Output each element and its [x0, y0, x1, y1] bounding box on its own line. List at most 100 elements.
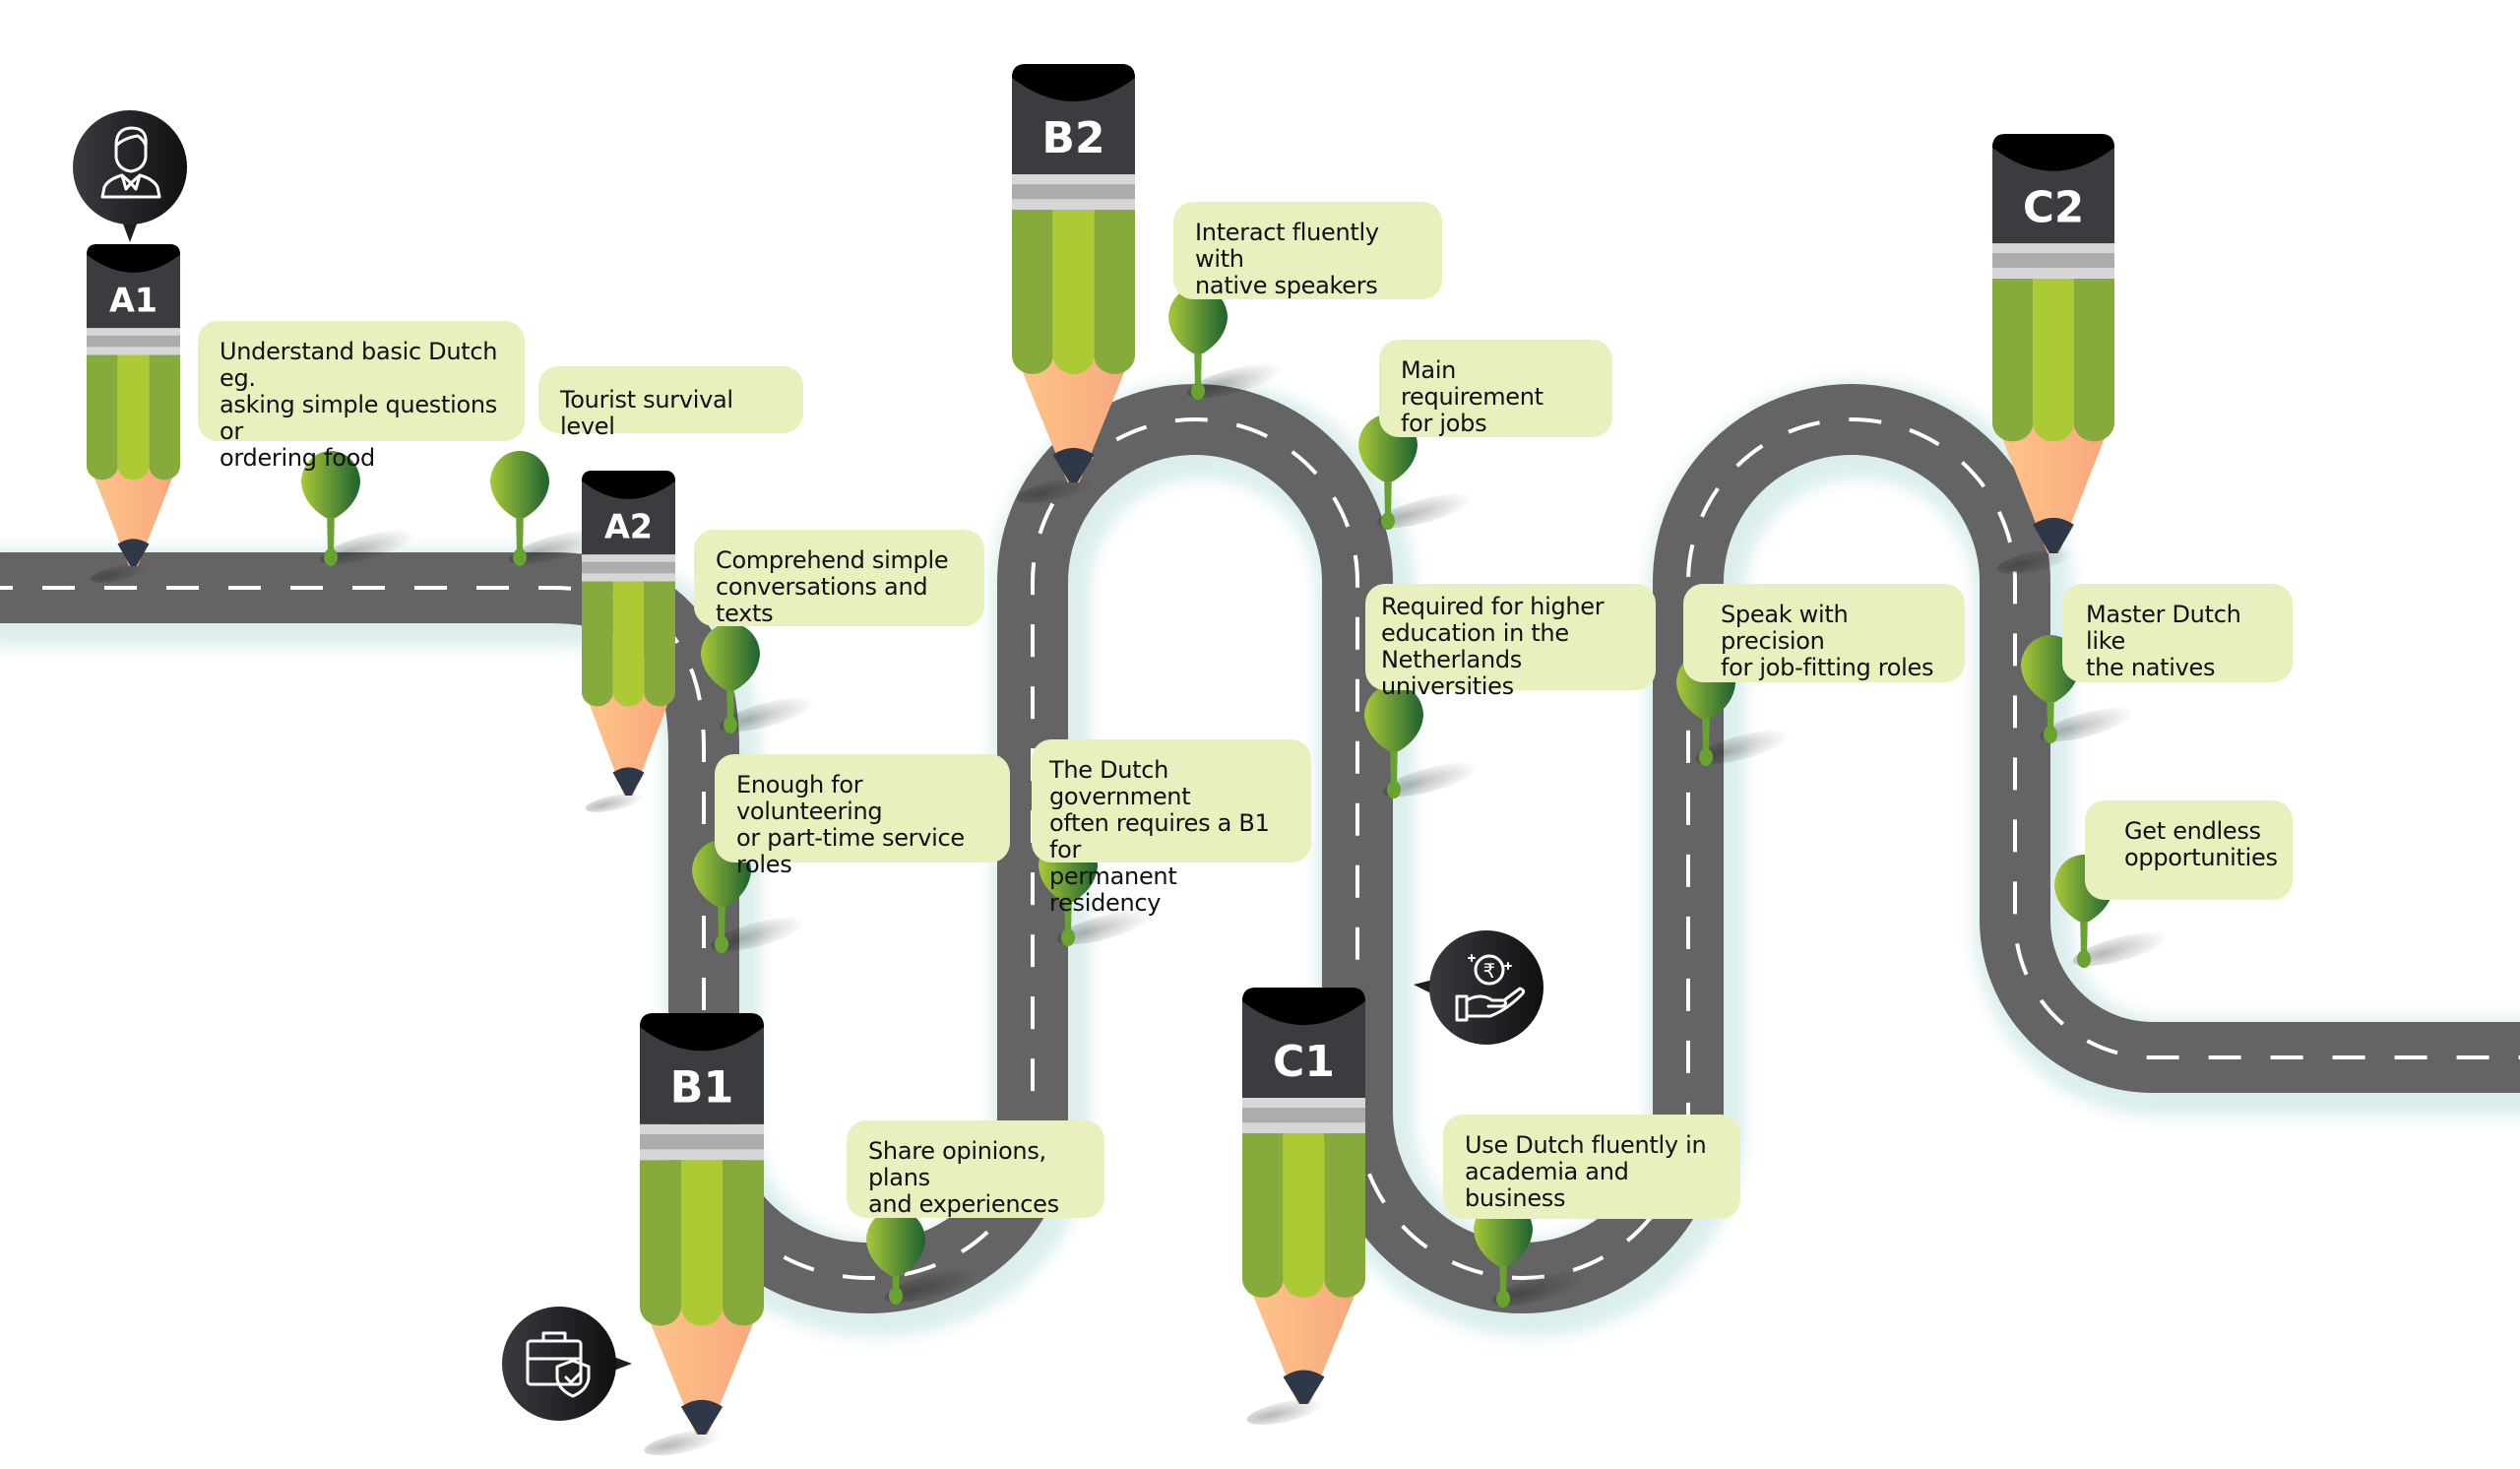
pencil-body-stripe: [1094, 210, 1135, 374]
milestone-box-c2-master: Master Dutch like the natives: [2062, 584, 2293, 682]
pin-shadow: [508, 530, 604, 565]
pin-marker: [301, 451, 415, 566]
rupee-hand-icon: ₹: [1414, 930, 1544, 1045]
pin-foot: [1061, 928, 1075, 946]
person-icon: [73, 110, 187, 242]
pencil-body-stripe: [612, 581, 645, 707]
milestone-box-a2-volunteering: Enough for volunteering or part-time ser…: [715, 754, 1010, 878]
pin-head: [1364, 684, 1423, 751]
milestone-text: conversations and texts: [716, 573, 928, 627]
pencil-cap-top: [1012, 64, 1135, 101]
pin-head: [1168, 287, 1228, 353]
milestone-text: Speak with precision: [1721, 601, 1849, 655]
briefcase-handle: [541, 1331, 567, 1343]
pin-foot: [513, 548, 527, 566]
pencil-shadow: [644, 1430, 723, 1456]
milestone-text: often requires a B1 for: [1049, 809, 1270, 863]
milestone-text: Required for higher: [1381, 593, 1605, 620]
coin-circle: [1474, 954, 1505, 986]
pin-foot: [1191, 382, 1205, 400]
pencil-wood: [90, 465, 177, 566]
level-label: B1: [670, 1063, 734, 1114]
pencil-wood: [585, 691, 672, 796]
milestone-box-a2-comprehend: Comprehend simple conversations and text…: [694, 530, 984, 627]
pencil-body-stripe: [640, 1160, 681, 1326]
pin-shadow: [1376, 493, 1473, 529]
pin-marker: [2054, 855, 2169, 968]
icons: ₹: [73, 110, 1544, 1421]
pin-foot: [324, 548, 338, 566]
pin-marker: [701, 623, 815, 734]
pin-shadow: [1491, 1271, 1588, 1307]
pencil-ferrule-band: [640, 1134, 764, 1150]
pencil-lead: [680, 1399, 724, 1435]
pencil-shadow: [1246, 1399, 1324, 1425]
pencil-cap-top: [1242, 988, 1365, 1025]
milestone-box-c1-precision: Speak with precision for job-fitting rol…: [1683, 584, 1965, 682]
level-label: C1: [1273, 1037, 1335, 1087]
milestone-text: for jobs: [1401, 410, 1487, 437]
pencil-wood: [644, 1307, 760, 1435]
pin-foot: [2044, 726, 2057, 743]
milestone-text: native speakers: [1195, 272, 1378, 299]
pin-foot: [2077, 950, 2091, 968]
level-label: B2: [1041, 113, 1104, 163]
pencil-a1: A1: [87, 244, 180, 583]
milestone-text: The Dutch government: [1049, 756, 1191, 810]
hand-cuff: [1455, 994, 1469, 1022]
pencil-body-stripe: [681, 1160, 723, 1326]
pencil-cap-top: [1992, 134, 2114, 171]
milestone-box-c1-academia: Use Dutch fluently in academia and busin…: [1443, 1115, 1740, 1219]
milestone-text: Comprehend simple: [716, 546, 949, 574]
pin-shadow: [1056, 910, 1153, 945]
pencil-ferrule-band: [582, 561, 675, 574]
pencil-lead: [1052, 447, 1095, 482]
pin-shadow: [1382, 762, 1479, 798]
person-hair: [114, 134, 148, 148]
pin-foot: [1387, 781, 1401, 798]
pin-foot: [1699, 748, 1713, 766]
pencil-body-stripe: [644, 581, 675, 707]
pin-foot: [889, 1287, 903, 1305]
pins: [301, 287, 2169, 1308]
pencil-lead: [1283, 1370, 1325, 1404]
pencil-shadow: [1996, 548, 2074, 574]
milestone-text: Interact fluently with: [1195, 219, 1379, 273]
pencil-shadow: [585, 793, 645, 812]
level-label: C2: [2023, 182, 2084, 232]
rupee-symbol: ₹: [1483, 959, 1496, 983]
pin-shadow: [884, 1268, 980, 1304]
level-label: A2: [604, 507, 653, 545]
pencil-wood: [1016, 355, 1131, 482]
pencil-body-stripe: [2033, 278, 2074, 442]
person-head: [114, 126, 148, 173]
milestone-text: Netherlands universities: [1381, 646, 1522, 700]
pin-foot: [1496, 1290, 1510, 1308]
milestone-text: ordering food: [220, 444, 375, 472]
person-shoulders: [100, 173, 161, 199]
pin-foot: [724, 716, 737, 734]
pencil-ferrule-band: [1992, 253, 2114, 269]
pencil-wood: [1246, 1279, 1361, 1404]
sparkle-icon: [1468, 954, 1512, 970]
pin-shadow: [1694, 730, 1791, 765]
level-label: A1: [109, 281, 158, 319]
pencil-body-stripe: [87, 354, 118, 480]
pencil-body-stripe: [1283, 1133, 1325, 1298]
milestone-text: Get endless: [2124, 817, 2261, 845]
milestone-text: Share opinions, plans: [868, 1137, 1046, 1191]
pin-shadow: [719, 697, 815, 733]
milestone-text: Tourist survival level: [560, 386, 733, 440]
person-collar: [120, 173, 142, 191]
milestone-text: permanent residency: [1049, 862, 1177, 917]
pencil-c2: C2: [1992, 134, 2114, 574]
pin-marker: [1168, 287, 1283, 400]
milestone-text: academia and business: [1465, 1158, 1629, 1212]
pin-shadow: [1186, 363, 1283, 399]
pin-stem: [726, 680, 734, 721]
pencil-b1: B1: [640, 1013, 764, 1456]
pencil-body-stripe: [1012, 210, 1053, 374]
